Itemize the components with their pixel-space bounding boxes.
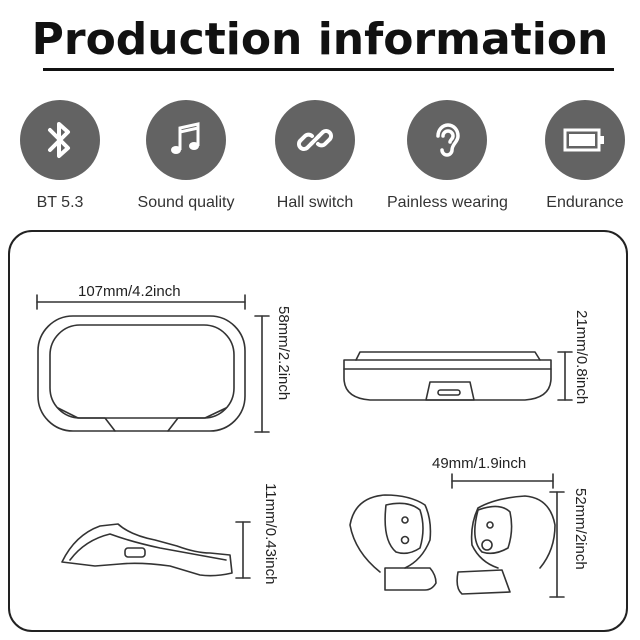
feature-label: BT 5.3: [36, 194, 84, 211]
feature-painless-wearing: Painless wearing: [387, 100, 508, 225]
bluetooth-icon: [20, 100, 100, 180]
feature-hall-switch: Hall switch: [255, 100, 375, 225]
feature-endurance: Endurance: [525, 100, 640, 225]
feature-bluetooth: BT 5.3: [0, 100, 120, 225]
feature-label: Painless wearing: [387, 194, 508, 211]
earbud-thickness-label: 11mm/0.43inch: [262, 483, 279, 585]
page-title: Production information: [31, 14, 609, 65]
case-depth-label: 21mm/0.8inch: [573, 310, 590, 405]
ear-icon: [407, 100, 487, 180]
earbud-side-view: [61, 521, 251, 579]
feature-label: Endurance: [546, 194, 624, 211]
earbuds-pair-view: [349, 473, 565, 598]
title-underline: [43, 68, 614, 71]
music-note-icon: [146, 100, 226, 180]
case-height-label: 58mm/2.2inch: [275, 306, 292, 401]
feature-sound-quality: Sound quality: [126, 100, 246, 225]
link-icon: [275, 100, 355, 180]
earbud-height-label: 52mm/2inch: [572, 488, 589, 570]
case-side-view: [343, 351, 573, 401]
feature-label: Sound quality: [137, 194, 235, 211]
case-top-view: [36, 294, 270, 433]
dimensions-panel: [8, 230, 628, 632]
case-width-label: 107mm/4.2inch: [78, 283, 181, 300]
earbud-width-label: 49mm/1.9inch: [432, 455, 527, 472]
feature-label: Hall switch: [276, 194, 354, 211]
battery-icon: [545, 100, 625, 180]
